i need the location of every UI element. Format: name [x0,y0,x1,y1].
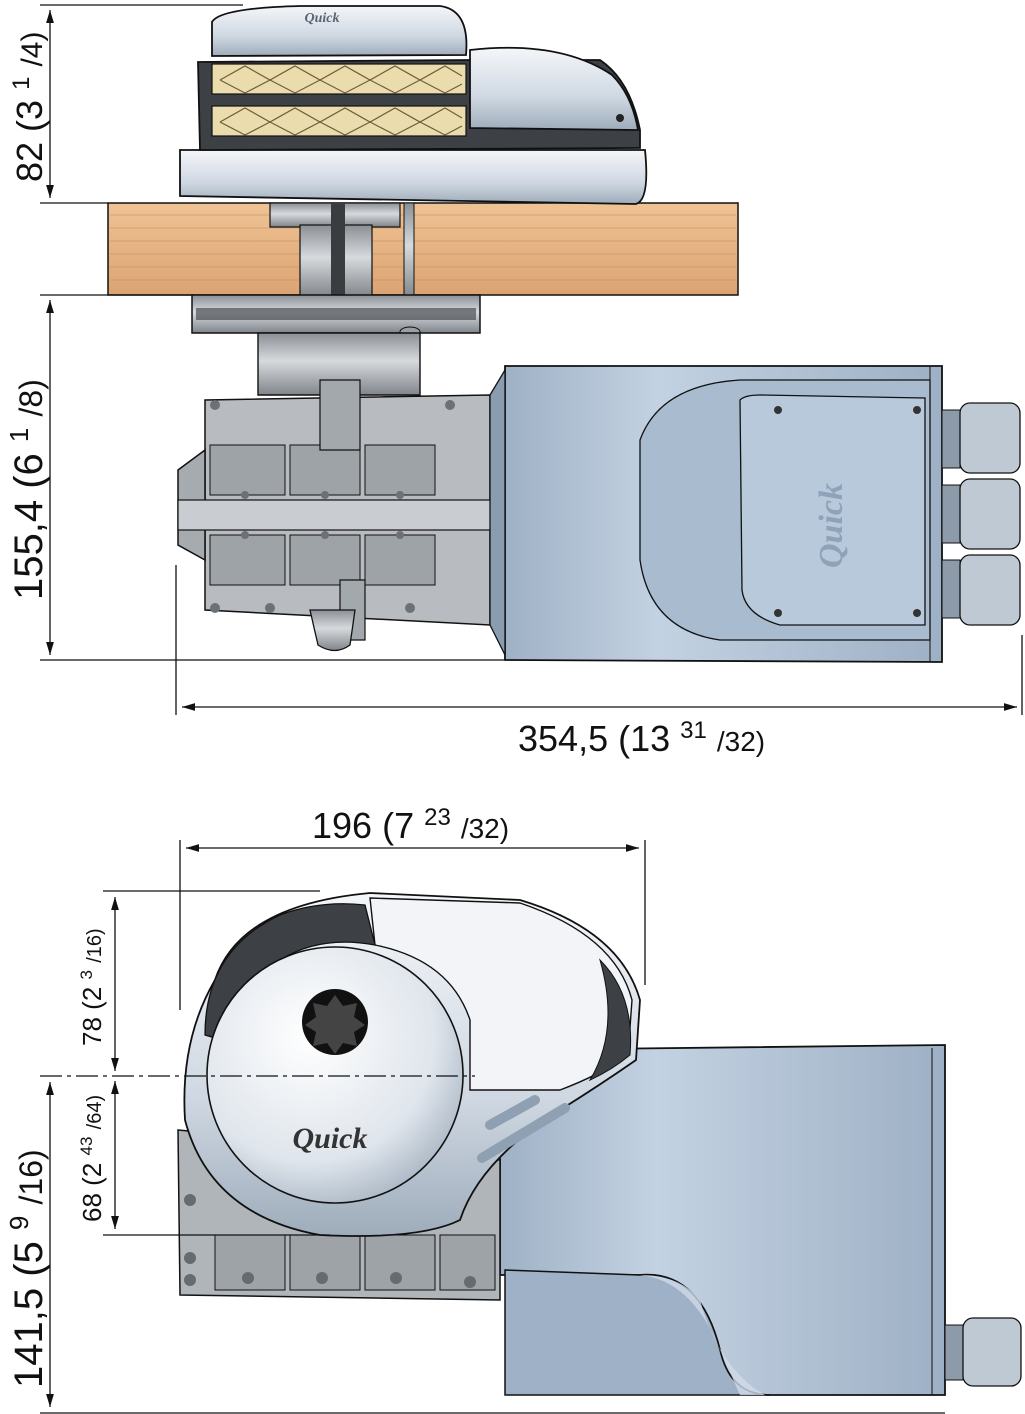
motor-housing [489,365,943,663]
dim-78-label: 78 (2 3 /16) [68,928,107,1046]
motor-cover-logo: Quick [813,483,850,568]
cable-gland [941,554,1021,626]
under-deck-flange [191,294,481,338]
dim-196-label: 196 (7 23 /32) [312,792,509,846]
cable-glands [941,402,1021,626]
bottom-view: Quick 196 (7 23 /32) 78 (2 3 /16) [0,792,1022,1414]
windlass-top-cover [179,5,648,205]
top-cap-logo: Quick [305,11,340,26]
dim-82-label: 82 (3 1 /4) [0,32,50,182]
top-view: Quick [0,4,1023,759]
bottom-view-dimension-lines [40,840,945,1414]
cable-gland [944,1317,1022,1387]
through-deck-shaft [269,202,415,353]
gypsy-wheel [211,63,467,137]
motor-housing-side [499,1044,946,1396]
drum-logo: Quick [293,1122,368,1155]
cable-gland [941,402,1021,474]
gearbox [177,332,494,652]
dim-354-label: 354,5 (13 31 /32) [518,705,765,759]
dim-68-label: 68 (2 43 /64) [68,1095,107,1222]
deck-plank [107,202,739,296]
dim-141-label: 141,5 (5 9 /16) [0,1149,51,1388]
top-view-dimension-lines [40,4,1023,715]
dim-155-label: 155,4 (6 1 /8) [0,379,51,600]
capstan-drum [206,946,464,1204]
cable-gland [941,478,1021,550]
